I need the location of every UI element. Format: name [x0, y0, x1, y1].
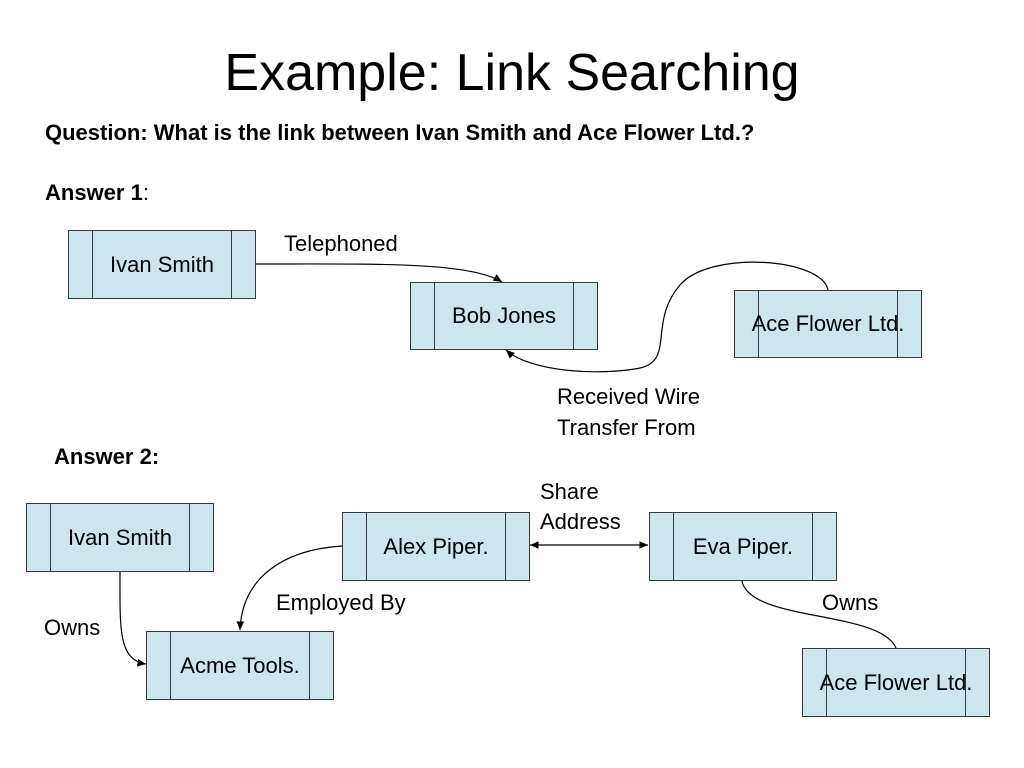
- node-divider: [897, 291, 898, 357]
- node-divider: [92, 231, 93, 298]
- edge-label-employed-by: Employed By: [276, 590, 406, 615]
- node-divider: [673, 513, 674, 580]
- node-divider: [758, 291, 759, 357]
- answer-2-node-eva-piper: Eva Piper.: [649, 512, 837, 581]
- node-divider: [505, 513, 506, 580]
- node-label: Ivan Smith: [110, 251, 214, 277]
- owns-right-connector: [741, 580, 897, 649]
- node-divider: [231, 231, 232, 298]
- node-label: Ace Flower Ltd.: [751, 311, 905, 336]
- answer-2-node-ace-flower: Ace Flower Ltd.: [802, 648, 990, 717]
- answer-1-heading-colon: :: [142, 180, 149, 205]
- answer-1-node-ace-flower: Ace Flower Ltd.: [734, 290, 922, 358]
- node-label: Ace Flower Ltd.: [819, 669, 973, 695]
- answer-2-node-ivan-smith: Ivan Smith: [26, 503, 214, 572]
- edge-label-owns-right: Owns: [822, 590, 879, 615]
- slide-title: Example: Link Searching: [224, 44, 800, 102]
- node-divider: [965, 649, 966, 716]
- node-divider: [434, 283, 435, 349]
- answer-1-heading: Answer 1:: [45, 178, 149, 208]
- node-label: Eva Piper.: [692, 533, 794, 559]
- answer-2-heading: Answer 2:: [54, 444, 160, 469]
- wire-transfer-connector: [505, 261, 829, 373]
- owns-left-connector: [119, 571, 147, 667]
- telephoned-connector: [255, 263, 503, 283]
- node-divider: [50, 504, 51, 571]
- node-label: Alex Piper.: [383, 533, 489, 559]
- edge-label-wire-line-2: Transfer From: [557, 415, 696, 440]
- employed-by-connector: [236, 545, 343, 631]
- question-text: Question: What is the link between Ivan …: [45, 120, 755, 145]
- node-label: Acme Tools.: [180, 652, 300, 678]
- node-divider: [309, 632, 310, 699]
- edge-label-share-line-1: Share: [540, 479, 599, 504]
- node-divider: [812, 513, 813, 580]
- node-divider: [170, 632, 171, 699]
- node-label: Ivan Smith: [68, 524, 172, 550]
- edge-label-telephoned: Telephoned: [284, 231, 398, 256]
- edge-label-owns-left: Owns: [44, 615, 101, 640]
- answer-1-heading-label: Answer 1: [45, 180, 143, 205]
- node-divider: [366, 513, 367, 580]
- answer-1-node-ivan-smith: Ivan Smith: [68, 230, 256, 299]
- node-divider: [826, 649, 827, 716]
- edge-label-share-line-2: Address: [540, 509, 621, 534]
- node-divider: [573, 283, 574, 349]
- node-label: Bob Jones: [452, 303, 556, 328]
- node-divider: [189, 504, 190, 571]
- answer-2-node-acme-tools: Acme Tools.: [146, 631, 334, 700]
- answer-2-node-alex-piper: Alex Piper.: [342, 512, 530, 581]
- answer-1-node-bob-jones: Bob Jones: [410, 282, 598, 350]
- edge-label-wire-line-1: Received Wire: [557, 384, 701, 409]
